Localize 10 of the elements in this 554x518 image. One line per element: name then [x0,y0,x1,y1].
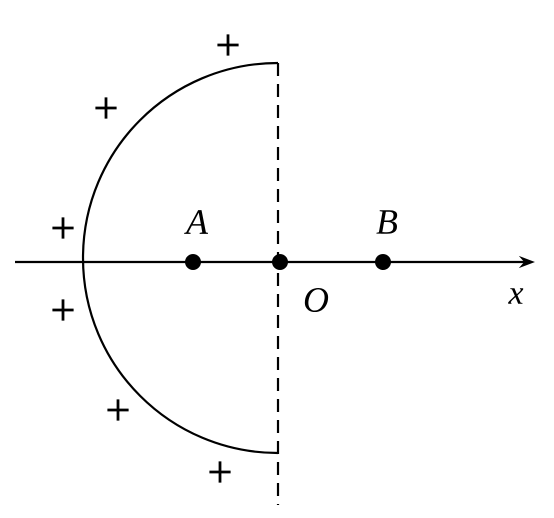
plus-sign: + [107,399,129,421]
point-label: A [184,210,208,234]
plus-sign: + [52,299,74,321]
plus-sign: + [52,217,74,239]
point-label: B [376,210,398,234]
axis-label: x [508,288,524,304]
point-label: O [304,288,328,312]
plus-sign: + [209,461,231,483]
plus-sign: + [95,97,117,119]
plus-sign: + [217,34,239,56]
